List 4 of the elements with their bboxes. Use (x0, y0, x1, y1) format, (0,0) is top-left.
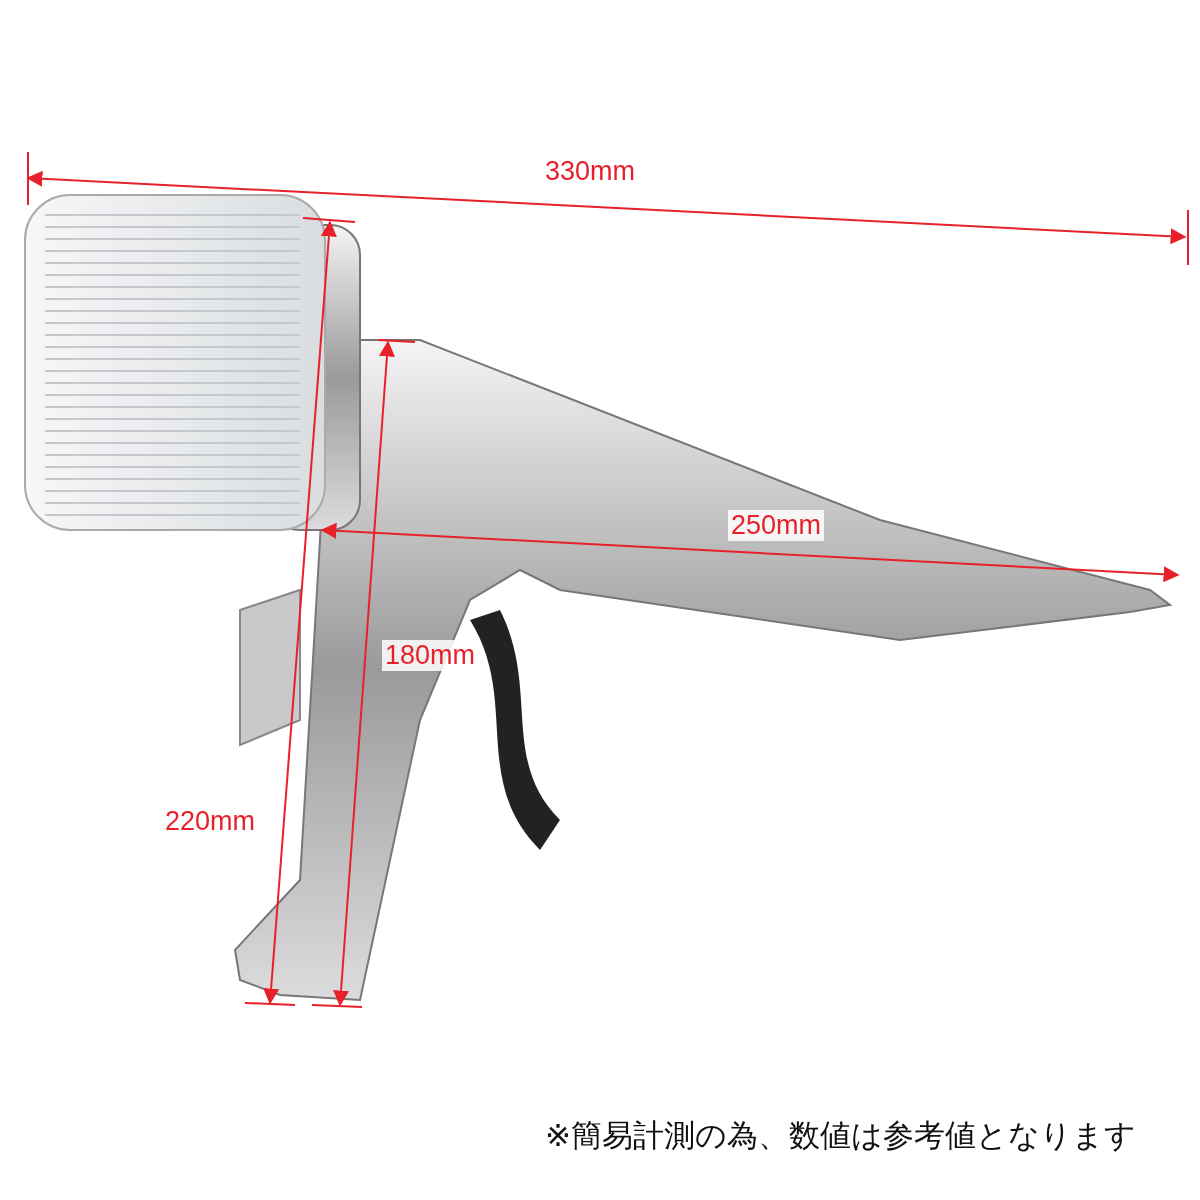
dimension-label: 250mm (728, 510, 825, 541)
dimension-label: 330mm (545, 158, 636, 185)
dimension-label: 220mm (165, 808, 256, 835)
note-text: ※簡易計測の為、数値は参考値となります (545, 1120, 1136, 1151)
